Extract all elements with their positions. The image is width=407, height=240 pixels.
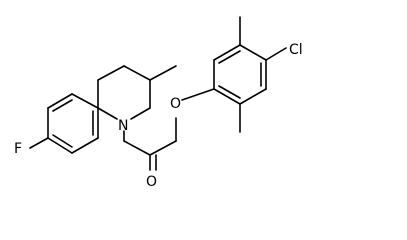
bond — [123, 140, 151, 156]
bond — [181, 88, 215, 101]
ether-oxygen-label: O — [170, 96, 181, 112]
bond — [52, 99, 73, 112]
atom-labels: F N O O Cl — [14, 42, 303, 189]
chemical-structure-diagram: F N O O Cl — [14, 16, 303, 189]
bond — [218, 85, 241, 99]
structure-canvas: F N O O Cl — [14, 16, 303, 189]
bond — [218, 50, 241, 64]
bond — [71, 93, 99, 109]
bond — [47, 137, 73, 154]
fluorine-label: F — [14, 141, 22, 157]
bond — [97, 107, 118, 120]
bond — [52, 134, 73, 148]
bond — [149, 140, 177, 156]
bond — [71, 137, 99, 154]
bond — [47, 93, 73, 109]
bond — [265, 47, 287, 61]
bond — [213, 44, 241, 61]
bond — [239, 88, 267, 105]
bond — [97, 65, 125, 81]
bond — [123, 65, 151, 81]
bond — [213, 88, 241, 105]
bond — [239, 44, 267, 61]
bond — [29, 137, 49, 149]
bonds — [29, 16, 287, 171]
nitrogen-label: N — [118, 118, 128, 134]
bond — [130, 107, 151, 120]
chlorine-label: Cl — [289, 42, 303, 58]
bond — [149, 65, 177, 81]
carbonyl-oxygen-label: O — [146, 174, 157, 189]
